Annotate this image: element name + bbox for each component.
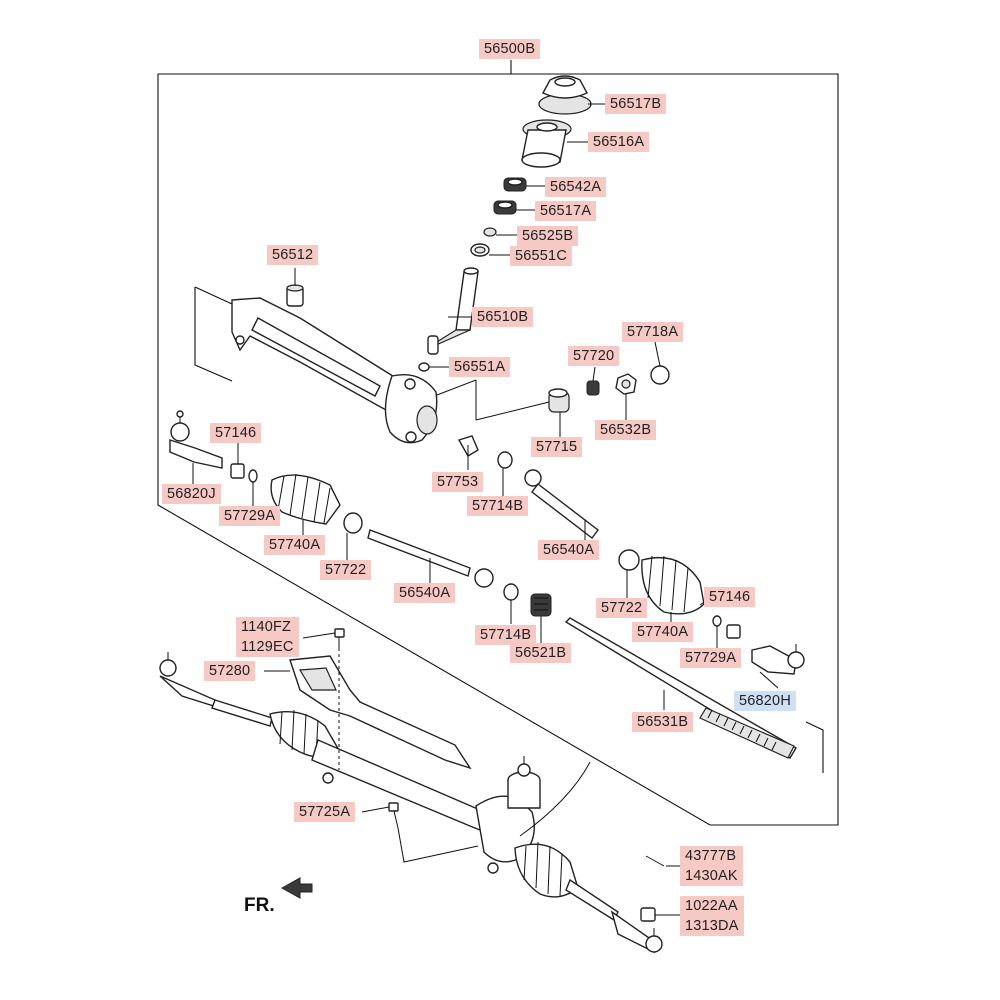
plug-56532B[interactable]: [615, 373, 637, 395]
part-label-57740A-right[interactable]: 57740A: [632, 622, 694, 642]
part-label-56820J[interactable]: 56820J: [162, 484, 221, 504]
part-label-56510B[interactable]: 56510B: [472, 307, 534, 327]
part-label-57753[interactable]: 57753: [432, 472, 484, 492]
part-label-57715[interactable]: 57715: [531, 437, 583, 457]
part-label-56517A[interactable]: 56517A: [535, 201, 597, 221]
gear-housing-top[interactable]: [231, 297, 438, 444]
tie-rod-end-56820H[interactable]: [751, 644, 805, 675]
nut-57146-left[interactable]: [230, 463, 245, 479]
ring-56525B[interactable]: [483, 227, 497, 237]
rack-56531B[interactable]: [564, 617, 797, 759]
part-label-57725A[interactable]: 57725A: [294, 802, 356, 822]
part-label-57722-right[interactable]: 57722: [596, 598, 648, 618]
boot-57740A-left[interactable]: [270, 473, 341, 525]
part-label-57714B-bottom[interactable]: 57714B: [475, 625, 537, 645]
bearing-56521B[interactable]: [530, 593, 552, 617]
tie-rod-end-56820J[interactable]: [169, 410, 223, 469]
clip-57729A-right[interactable]: [712, 615, 722, 627]
part-label-56532B[interactable]: 56532B: [595, 420, 657, 440]
ring-57722-left[interactable]: [343, 512, 363, 534]
part-label-57714B-top[interactable]: 57714B: [467, 496, 529, 516]
part-label-56540A-left[interactable]: 56540A: [394, 583, 456, 603]
spring-57720[interactable]: [586, 380, 600, 396]
part-label-56531B[interactable]: 56531B: [632, 712, 694, 732]
part-label-56521B[interactable]: 56521B: [510, 643, 572, 663]
part-label-57146-right[interactable]: 57146: [704, 587, 756, 607]
yoke-57715[interactable]: [548, 388, 570, 413]
part-label-57729A-right[interactable]: 57729A: [680, 648, 742, 668]
part-label-57720[interactable]: 57720: [568, 346, 620, 366]
part-label-56551A[interactable]: 56551A: [449, 357, 511, 377]
part-label-57740A-left[interactable]: 57740A: [264, 535, 326, 555]
assembly-frame: [157, 60, 839, 826]
part-label-56542A[interactable]: 56542A: [545, 177, 607, 197]
part-label-1022AA-1313DA[interactable]: 1022AA 1313DA: [680, 896, 744, 936]
inner-tie-rod-56540A-left[interactable]: [367, 529, 494, 588]
seal-56551A[interactable]: [418, 362, 430, 372]
part-label-43777B-1430AK[interactable]: 43777B 1430AK: [680, 846, 743, 886]
bearing-56542A[interactable]: [503, 177, 527, 192]
leader-lines: [192, 103, 779, 916]
bearing-56517A[interactable]: [493, 200, 517, 215]
boot-57740A-right[interactable]: [641, 555, 705, 615]
inner-tie-rod-56540A-right[interactable]: [524, 469, 599, 539]
part-label-57718A[interactable]: 57718A: [622, 322, 684, 342]
ring-57718A[interactable]: [650, 365, 670, 385]
part-label-57280[interactable]: 57280: [204, 661, 256, 681]
ring-57714B-top[interactable]: [497, 451, 513, 469]
pin-43777B[interactable]: [645, 855, 665, 867]
part-label-1140FZ-1129EC[interactable]: 1140FZ 1129EC: [236, 617, 299, 657]
part-label-57146-left[interactable]: 57146: [210, 423, 262, 443]
part-label-56517B[interactable]: 56517B: [605, 94, 667, 114]
ring-57722-right[interactable]: [618, 549, 640, 571]
part-label-56512[interactable]: 56512: [267, 245, 319, 265]
nut-1022AA[interactable]: [640, 907, 656, 922]
part-label-56525B[interactable]: 56525B: [517, 226, 579, 246]
bushing-56512[interactable]: [286, 284, 304, 307]
assembled-rack-unit[interactable]: [159, 652, 663, 954]
housing-56516A[interactable]: [521, 119, 572, 168]
clip-57729A-left[interactable]: [248, 469, 258, 483]
front-direction-label: FR.: [244, 895, 275, 916]
part-label-57722-left[interactable]: 57722: [320, 560, 372, 580]
part-label-56540A-right[interactable]: 56540A: [538, 540, 600, 560]
upper-cap-56517B[interactable]: [538, 75, 592, 115]
direction-arrow: [280, 877, 313, 899]
bolt-1140FZ[interactable]: [334, 628, 345, 770]
part-label-56551C[interactable]: 56551C: [510, 246, 572, 266]
pinion-shaft-56510B[interactable]: [427, 267, 479, 355]
part-label-56516A[interactable]: 56516A: [588, 132, 650, 152]
part-label-56820H[interactable]: 56820H: [734, 691, 796, 711]
nut-57146-right[interactable]: [726, 624, 741, 639]
ring-57714B-bottom[interactable]: [503, 583, 519, 601]
seal-56551C[interactable]: [470, 243, 490, 257]
assembly-label[interactable]: 56500B: [479, 39, 541, 59]
part-label-57729A-left[interactable]: 57729A: [219, 506, 281, 526]
